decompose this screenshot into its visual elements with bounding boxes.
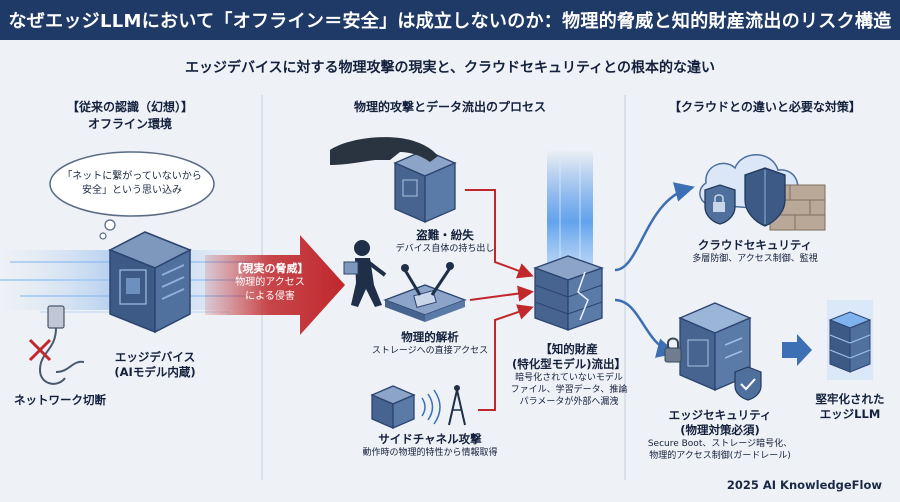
antenna-icon	[448, 385, 466, 426]
side-channel-chip-icon	[370, 385, 441, 429]
cloud-title: クラウドセキュリティ	[697, 238, 813, 252]
edge-title-line2: (物理対策必須)	[680, 423, 760, 437]
ip-desc-line2: ファイル、学習データ、推論	[510, 385, 628, 395]
check-shield-icon	[734, 366, 762, 401]
data-leak-beam	[547, 150, 593, 270]
sidechannel-title: サイドチャネル攻撃	[378, 432, 482, 446]
threat-label: 【現実の脅威】 物理的アクセス による侵害	[215, 262, 325, 304]
bubble-line1: 「ネットに繋がっていないから	[62, 171, 202, 182]
page-title: なぜエッジLLMにおいて「オフライン＝安全」は成立しないのか：物理的脅威と知的財…	[8, 11, 892, 32]
page-subtitle: エッジデバイスに対する物理攻撃の現実と、クラウドセキュリティとの根本的な違い	[184, 60, 716, 76]
threat-title: 【現実の脅威】	[231, 262, 309, 275]
theft-label: 盗難・紛失 デバイス自体の持ち出し	[370, 228, 520, 255]
flow-arrows-blue	[614, 182, 695, 358]
ip-title-line1: 【知的財産	[540, 342, 598, 356]
title-bar: なぜエッジLLMにおいて「オフライン＝安全」は成立しないのか：物理的脅威と知的財…	[0, 0, 900, 40]
theft-title: 盗難・紛失	[416, 228, 474, 242]
analysis-label: 物理的解析 ストレージへの直接アクセス	[345, 330, 515, 357]
network-cable-icon	[38, 305, 85, 385]
edge-title-line1: エッジセキュリティ	[668, 408, 772, 422]
analysis-title: 物理的解析	[401, 330, 459, 344]
device-label: エッジデバイス (AIモデル内蔵)	[95, 350, 215, 380]
edge-device-cube	[108, 231, 192, 334]
threat-line1: 物理的アクセス	[235, 277, 305, 288]
theft-desc: デバイス自体の持ち出し	[395, 244, 495, 254]
ip-title-line2: (特化型モデル)流出】	[511, 357, 626, 371]
left-heading: 【従来の認識（幻想）】 オフライン環境	[40, 99, 220, 133]
ip-model-stack-icon	[533, 255, 604, 331]
sidechannel-desc: 動作時の物理的特性から情報取得	[362, 448, 498, 458]
lock-icon	[713, 194, 725, 212]
edge-desc-line2: 物理的アクセス制御(ガードレール)	[649, 451, 791, 461]
cloud-desc: 多層防御、アクセス制御、監視	[692, 254, 818, 264]
analysis-board-icon	[383, 262, 467, 322]
gloved-hand-icon	[330, 137, 438, 165]
bubble-line2: 安全」という思い込み	[82, 185, 182, 196]
sidechannel-label: サイドチャネル攻撃 動作時の物理的特性から情報取得	[330, 432, 530, 459]
cut-x-icon	[28, 338, 52, 362]
cloud-security-label: クラウドセキュリティ 多層防御、アクセス制御、監視	[675, 238, 835, 265]
left-heading-line2: オフライン環境	[87, 117, 172, 131]
device-label-line1: エッジデバイス	[114, 350, 196, 364]
thought-bubble	[49, 151, 215, 240]
edge-desc-line1: Secure Boot、ストレージ暗号化、	[647, 439, 793, 449]
threat-arrow	[205, 235, 345, 335]
threat-line2: による侵害	[245, 291, 295, 302]
ip-desc-line1: 暗号化されていないモデル	[515, 373, 623, 383]
device-label-line2: (AIモデル内蔵)	[114, 365, 196, 379]
chevron-arrow-icon	[782, 334, 812, 366]
flow-arrows-red	[465, 189, 534, 411]
right-heading: 【クラウドとの違いと必要な対策】	[669, 100, 861, 114]
theft-box-icon	[393, 149, 457, 223]
attacker-icon	[343, 240, 387, 307]
hardened-llm-label: 堅牢化された エッジLLM	[805, 392, 895, 422]
hardened-line2: エッジLLM	[819, 407, 881, 421]
left-heading-line1: 【従来の認識（幻想）】	[66, 100, 193, 114]
footer-credit: 2025 AI KnowledgeFlow	[726, 478, 882, 492]
middle-heading: 物理的攻撃とデータ流出のプロセス	[353, 100, 546, 114]
ip-desc-line3: パラメータが外部へ漏洩	[519, 397, 619, 407]
analysis-desc: ストレージへの直接アクセス	[371, 346, 489, 356]
network-cut-label: ネットワーク切断	[14, 393, 106, 407]
hardened-llm-stack-icon	[827, 300, 873, 380]
ip-leak-label: 【知的財産 (特化型モデル)流出】 暗号化されていないモデル ファイル、学習デー…	[505, 342, 633, 408]
padlock-icon	[664, 337, 682, 363]
bubble-text: 「ネットに繋がっていないから 安全」という思い込み	[52, 153, 212, 215]
hardened-line1: 堅牢化された	[815, 392, 885, 406]
edge-security-label: エッジセキュリティ (物理対策必須) Secure Boot、ストレージ暗号化、…	[630, 408, 810, 462]
